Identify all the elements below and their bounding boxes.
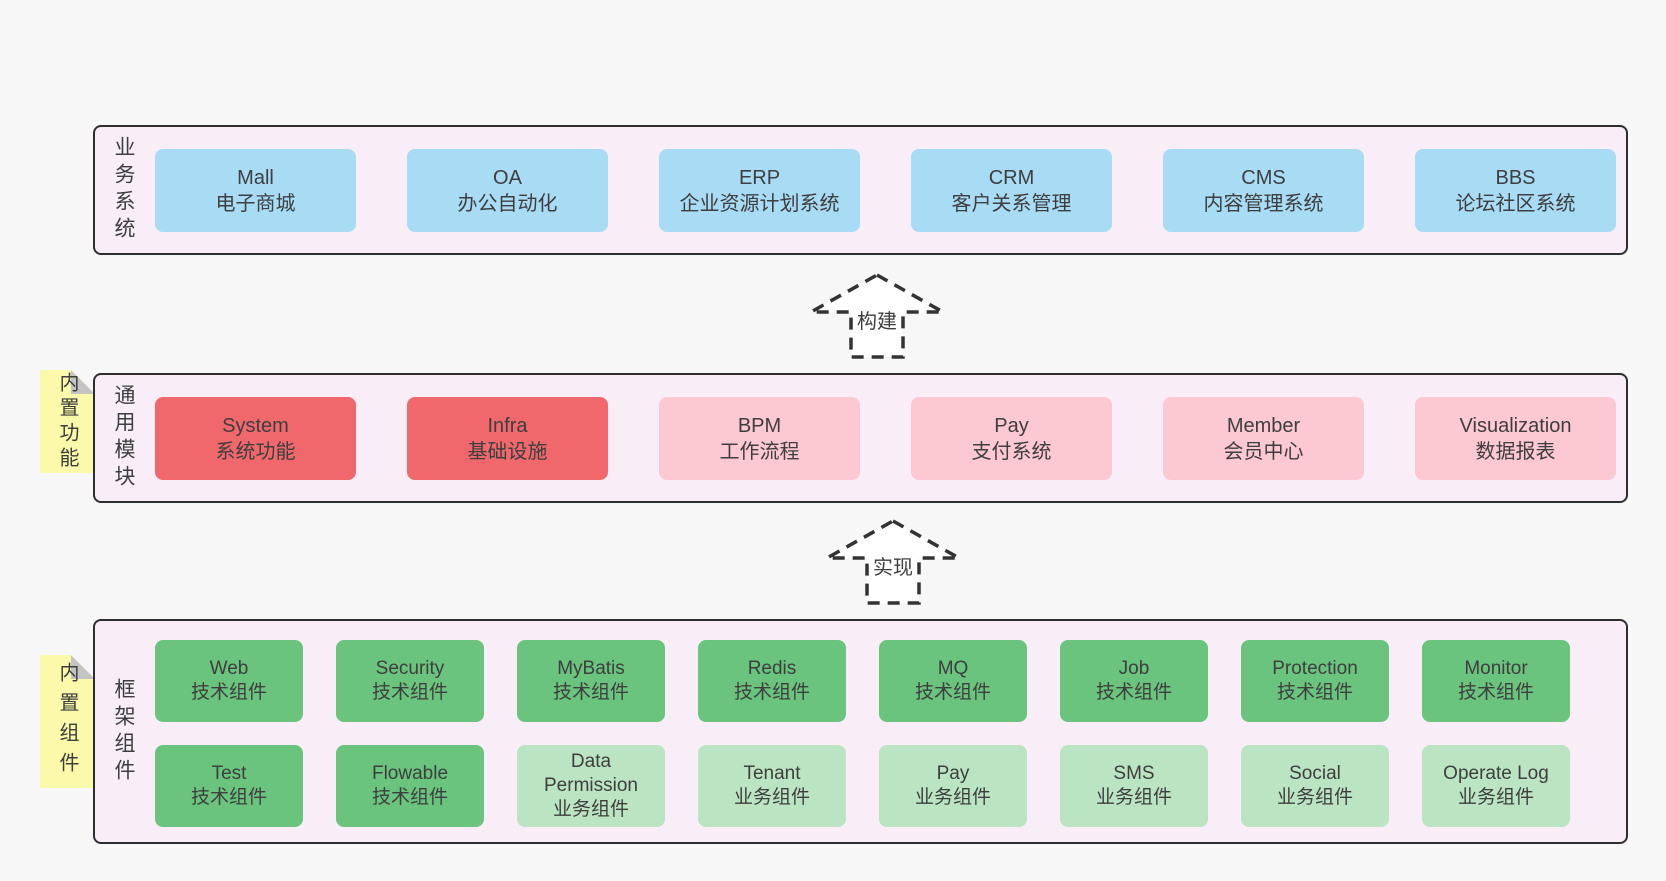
node-title: SMS bbox=[1113, 763, 1155, 784]
node-title: Pay bbox=[936, 763, 970, 784]
diagram-node-sms: SMS 业务组件 bbox=[1060, 745, 1208, 827]
node-subtitle: 企业资源计划系统 bbox=[679, 192, 840, 215]
diagram-node-member: Member 会员中心 bbox=[1163, 397, 1364, 480]
node-title: BPM bbox=[737, 414, 782, 437]
diagram-node-bpm: BPM 工作流程 bbox=[659, 397, 860, 480]
arrow-build: 构建 bbox=[807, 272, 947, 360]
node-subtitle: 技术组件 bbox=[371, 787, 448, 808]
node-title: Monitor bbox=[1464, 658, 1528, 679]
diagram-node-oa: OA 办公自动化 bbox=[407, 149, 608, 232]
diagram-node-system: System 系统功能 bbox=[155, 397, 356, 480]
diagram-node-pay: Pay 支付系统 bbox=[911, 397, 1112, 480]
diagram-node-monitor: Monitor 技术组件 bbox=[1422, 640, 1570, 722]
diagram-node-mybatis: MyBatis 技术组件 bbox=[517, 640, 665, 722]
node-subtitle: 业务组件 bbox=[733, 787, 810, 808]
node-title: Security bbox=[375, 658, 445, 679]
diagram-node-visualization: Visualization 数据报表 bbox=[1415, 397, 1616, 480]
node-title: Social bbox=[1289, 763, 1341, 784]
sticky-note-label: 内置组件 bbox=[56, 661, 78, 782]
node-title: OA bbox=[493, 166, 522, 189]
node-subtitle: 技术组件 bbox=[190, 787, 267, 808]
diagram-node-operate-log: Operate Log 业务组件 bbox=[1422, 745, 1570, 827]
node-subtitle: 业务组件 bbox=[1276, 787, 1353, 808]
node-subtitle: 业务组件 bbox=[914, 787, 991, 808]
diagram-node-social: Social 业务组件 bbox=[1241, 745, 1389, 827]
diagram-node-infra: Infra 基础设施 bbox=[407, 397, 608, 480]
diagram-node-web: Web 技术组件 bbox=[155, 640, 303, 722]
node-subtitle: 技术组件 bbox=[190, 682, 267, 703]
node-subtitle: 会员中心 bbox=[1223, 440, 1304, 463]
node-title: CRM bbox=[988, 166, 1035, 189]
node-subtitle: 技术组件 bbox=[1276, 682, 1353, 703]
layer-panel-business-systems: 业务系统 Mall 电子商城 OA 办公自动化 ERP 企业资源计划系统 CRM 客户关系管理… bbox=[93, 125, 1628, 255]
node-subtitle: 技术组件 bbox=[733, 682, 810, 703]
diagram-node-flowable: Flowable 技术组件 bbox=[336, 745, 484, 827]
node-title: Protection bbox=[1272, 658, 1358, 679]
node-subtitle: 电子商城 bbox=[215, 192, 296, 215]
layer-label-business-systems: 业务系统 bbox=[112, 136, 135, 244]
diagram-node-cms: CMS 内容管理系统 bbox=[1163, 149, 1364, 232]
node-subtitle: 基础设施 bbox=[467, 440, 548, 463]
node-title: System bbox=[222, 414, 289, 437]
node-title: BBS bbox=[1495, 166, 1536, 189]
node-title: ERP bbox=[738, 166, 781, 189]
node-subtitle: 数据报表 bbox=[1475, 440, 1556, 463]
diagram-node-mall: Mall 电子商城 bbox=[155, 149, 356, 232]
node-title: Data Permission bbox=[544, 751, 638, 796]
sticky-note-builtin-components: 内置组件 bbox=[40, 655, 95, 788]
node-subtitle: 办公自动化 bbox=[457, 192, 558, 215]
node-title: Redis bbox=[747, 658, 797, 679]
node-subtitle: 支付系统 bbox=[971, 440, 1052, 463]
diagram-node-tenant: Tenant 业务组件 bbox=[698, 745, 846, 827]
node-subtitle: 技术组件 bbox=[914, 682, 991, 703]
node-subtitle: 工作流程 bbox=[719, 440, 800, 463]
node-title: Pay bbox=[994, 414, 1029, 437]
arrow-implement: 实现 bbox=[823, 518, 963, 606]
node-subtitle: 内容管理系统 bbox=[1203, 192, 1324, 215]
node-title: Flowable bbox=[371, 763, 449, 784]
node-subtitle: 技术组件 bbox=[1095, 682, 1172, 703]
node-title: Mall bbox=[237, 166, 274, 189]
node-title: MQ bbox=[937, 658, 969, 679]
node-subtitle: 业务组件 bbox=[1095, 787, 1172, 808]
sticky-note-builtin-features: 内置功能 bbox=[40, 370, 95, 473]
node-title: Job bbox=[1118, 658, 1150, 679]
node-subtitle: 业务组件 bbox=[1457, 787, 1534, 808]
node-title: Web bbox=[209, 658, 249, 679]
arrow-build-label: 构建 bbox=[854, 309, 900, 335]
diagram-node-redis: Redis 技术组件 bbox=[698, 640, 846, 722]
diagram-node-protection: Protection 技术组件 bbox=[1241, 640, 1389, 722]
diagram-node-test: Test 技术组件 bbox=[155, 745, 303, 827]
arrow-implement-label: 实现 bbox=[870, 555, 916, 581]
node-title: CMS bbox=[1241, 166, 1286, 189]
diagram-node-security: Security 技术组件 bbox=[336, 640, 484, 722]
node-subtitle: 业务组件 bbox=[552, 799, 629, 820]
node-subtitle: 客户关系管理 bbox=[951, 192, 1072, 215]
diagram-node-crm: CRM 客户关系管理 bbox=[911, 149, 1112, 232]
diagram-node-pay: Pay 业务组件 bbox=[879, 745, 1027, 827]
diagram-node-erp: ERP 企业资源计划系统 bbox=[659, 149, 860, 232]
layer-label-framework-components: 框架组件 bbox=[112, 677, 135, 786]
diagram-node-data-permission: Data Permission 业务组件 bbox=[517, 745, 665, 827]
node-subtitle: 技术组件 bbox=[552, 682, 629, 703]
layer-label-common-modules: 通用模块 bbox=[112, 384, 135, 492]
layer-panel-common-modules: 通用模块 System 系统功能 Infra 基础设施 BPM 工作流程 Pay 支付系统 Me… bbox=[93, 373, 1628, 503]
node-title: Tenant bbox=[743, 763, 801, 784]
node-title: Visualization bbox=[1459, 414, 1572, 437]
node-subtitle: 技术组件 bbox=[1457, 682, 1534, 703]
node-title: Member bbox=[1226, 414, 1301, 437]
node-subtitle: 系统功能 bbox=[215, 440, 296, 463]
node-subtitle: 论坛社区系统 bbox=[1455, 192, 1576, 215]
node-title: Infra bbox=[487, 414, 528, 437]
diagram-node-bbs: BBS 论坛社区系统 bbox=[1415, 149, 1616, 232]
sticky-note-label: 内置功能 bbox=[56, 371, 78, 472]
node-title: MyBatis bbox=[557, 658, 625, 679]
node-title: Test bbox=[211, 763, 247, 784]
node-title: Operate Log bbox=[1443, 763, 1549, 784]
diagram-node-mq: MQ 技术组件 bbox=[879, 640, 1027, 722]
node-subtitle: 技术组件 bbox=[371, 682, 448, 703]
diagram-node-job: Job 技术组件 bbox=[1060, 640, 1208, 722]
